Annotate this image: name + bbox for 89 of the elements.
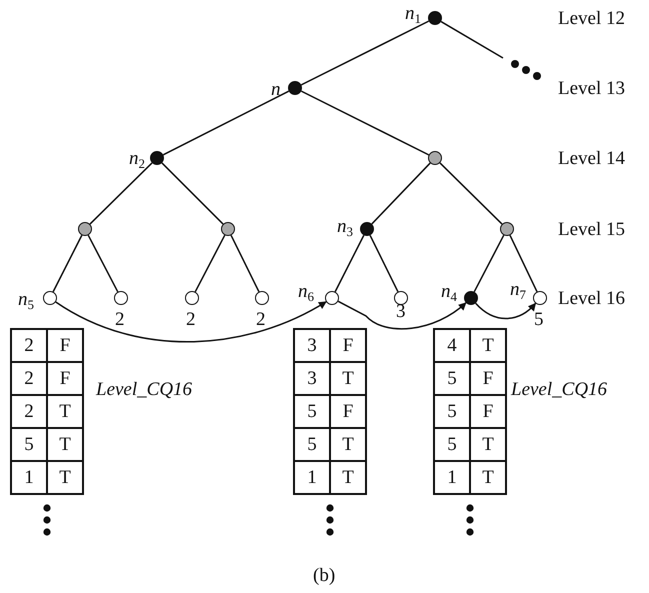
data-table <box>293 328 367 495</box>
table-cell: F <box>470 362 506 395</box>
node-label: n$_{5}$ <box>18 290 34 311</box>
tree-edge <box>334 234 364 292</box>
table-cell: 1 <box>434 461 470 494</box>
tree-node-circle <box>114 291 128 305</box>
tree-node-circle <box>394 291 408 305</box>
tree-node-circle <box>43 291 57 305</box>
table-cell: T <box>470 329 506 362</box>
curved-arrow <box>55 301 327 342</box>
tree-edge <box>300 20 430 86</box>
caption: (b) <box>313 566 336 585</box>
table-cell: F <box>330 329 366 362</box>
table-cell: T <box>330 428 366 461</box>
tree-node-circle <box>255 291 269 305</box>
data-table <box>10 328 84 495</box>
level-label: Level 15 <box>558 220 626 239</box>
table-cell: F <box>330 395 366 428</box>
table-cell: 2 <box>11 329 47 362</box>
node-label: n$_{7}$ <box>510 280 526 301</box>
table-cell: 2 <box>11 362 47 395</box>
tree-edge <box>371 162 431 224</box>
node-label: 2 <box>115 310 124 329</box>
table-cell: 1 <box>294 461 330 494</box>
level-label: Level 13 <box>558 79 626 98</box>
table-cell: 3 <box>294 362 330 395</box>
tree-node-circle <box>500 222 514 236</box>
tree-node-circle <box>150 151 164 165</box>
node-label: n$_{3}$ <box>337 217 353 238</box>
tree-edge <box>439 162 503 225</box>
curved-arrow <box>338 300 467 330</box>
table-cell: F <box>47 329 83 362</box>
node-label: n <box>271 80 280 99</box>
table-cell: 5 <box>434 362 470 395</box>
curved-arrow <box>475 302 536 320</box>
table-label: Level_CQ16 <box>96 380 192 399</box>
node-label: 5 <box>534 310 544 329</box>
node-label: n$_{2}$ <box>129 149 145 170</box>
node-label: n$_{6}$ <box>298 282 314 303</box>
level-label: Level 16 <box>558 289 626 308</box>
node-label: 2 <box>256 310 266 329</box>
tree-edge <box>440 20 504 59</box>
level-label: Level 14 <box>558 149 626 168</box>
node-label: n$_{4}$ <box>441 282 457 303</box>
table-cell: F <box>47 362 83 395</box>
tree-node-circle <box>78 222 92 236</box>
node-label: n$_{1}$ <box>405 4 421 25</box>
table-cell: 5 <box>294 395 330 428</box>
tree-edge <box>162 90 290 156</box>
table-cell: 4 <box>434 329 470 362</box>
tree-edge <box>89 162 153 225</box>
tree-node-circle <box>428 11 442 25</box>
table-cell: 5 <box>11 428 47 461</box>
tree-node-circle <box>464 291 478 305</box>
table-cell: 5 <box>434 428 470 461</box>
table-cell: T <box>47 428 83 461</box>
table-cell: T <box>47 461 83 494</box>
tree-edge <box>88 234 118 292</box>
node-label: 3 <box>396 302 406 321</box>
tree-edge <box>52 234 82 292</box>
tree-node-circle <box>428 151 442 165</box>
table-cell: 2 <box>11 395 47 428</box>
tree-edge <box>369 234 399 292</box>
table-label: Level_CQ16 <box>511 380 608 399</box>
table-cell: F <box>470 395 506 428</box>
table-cell: 5 <box>434 395 470 428</box>
tree-edge <box>194 234 226 292</box>
tree-edge <box>509 235 538 292</box>
table-cell: 3 <box>294 329 330 362</box>
tree-node-circle <box>360 222 374 236</box>
table-cell: T <box>470 461 506 494</box>
table-cell: T <box>47 395 83 428</box>
node-label: 2 <box>186 310 196 329</box>
table-cell: 1 <box>11 461 47 494</box>
table-cell: T <box>470 428 506 461</box>
table-cell: 5 <box>294 428 330 461</box>
level-label: Level 12 <box>558 9 626 28</box>
tree-node-circle <box>288 81 302 95</box>
tree-edge <box>300 90 430 156</box>
data-table <box>433 328 507 495</box>
tree-node-circle <box>325 291 339 305</box>
tree-edge <box>161 162 224 225</box>
tree-node-circle <box>185 291 199 305</box>
table-cell: T <box>330 362 366 395</box>
table-cell: T <box>330 461 366 494</box>
tree-edge <box>474 234 504 292</box>
tree-edge <box>230 234 260 292</box>
tree-node-circle <box>221 222 235 236</box>
tree-node-circle <box>533 291 547 305</box>
